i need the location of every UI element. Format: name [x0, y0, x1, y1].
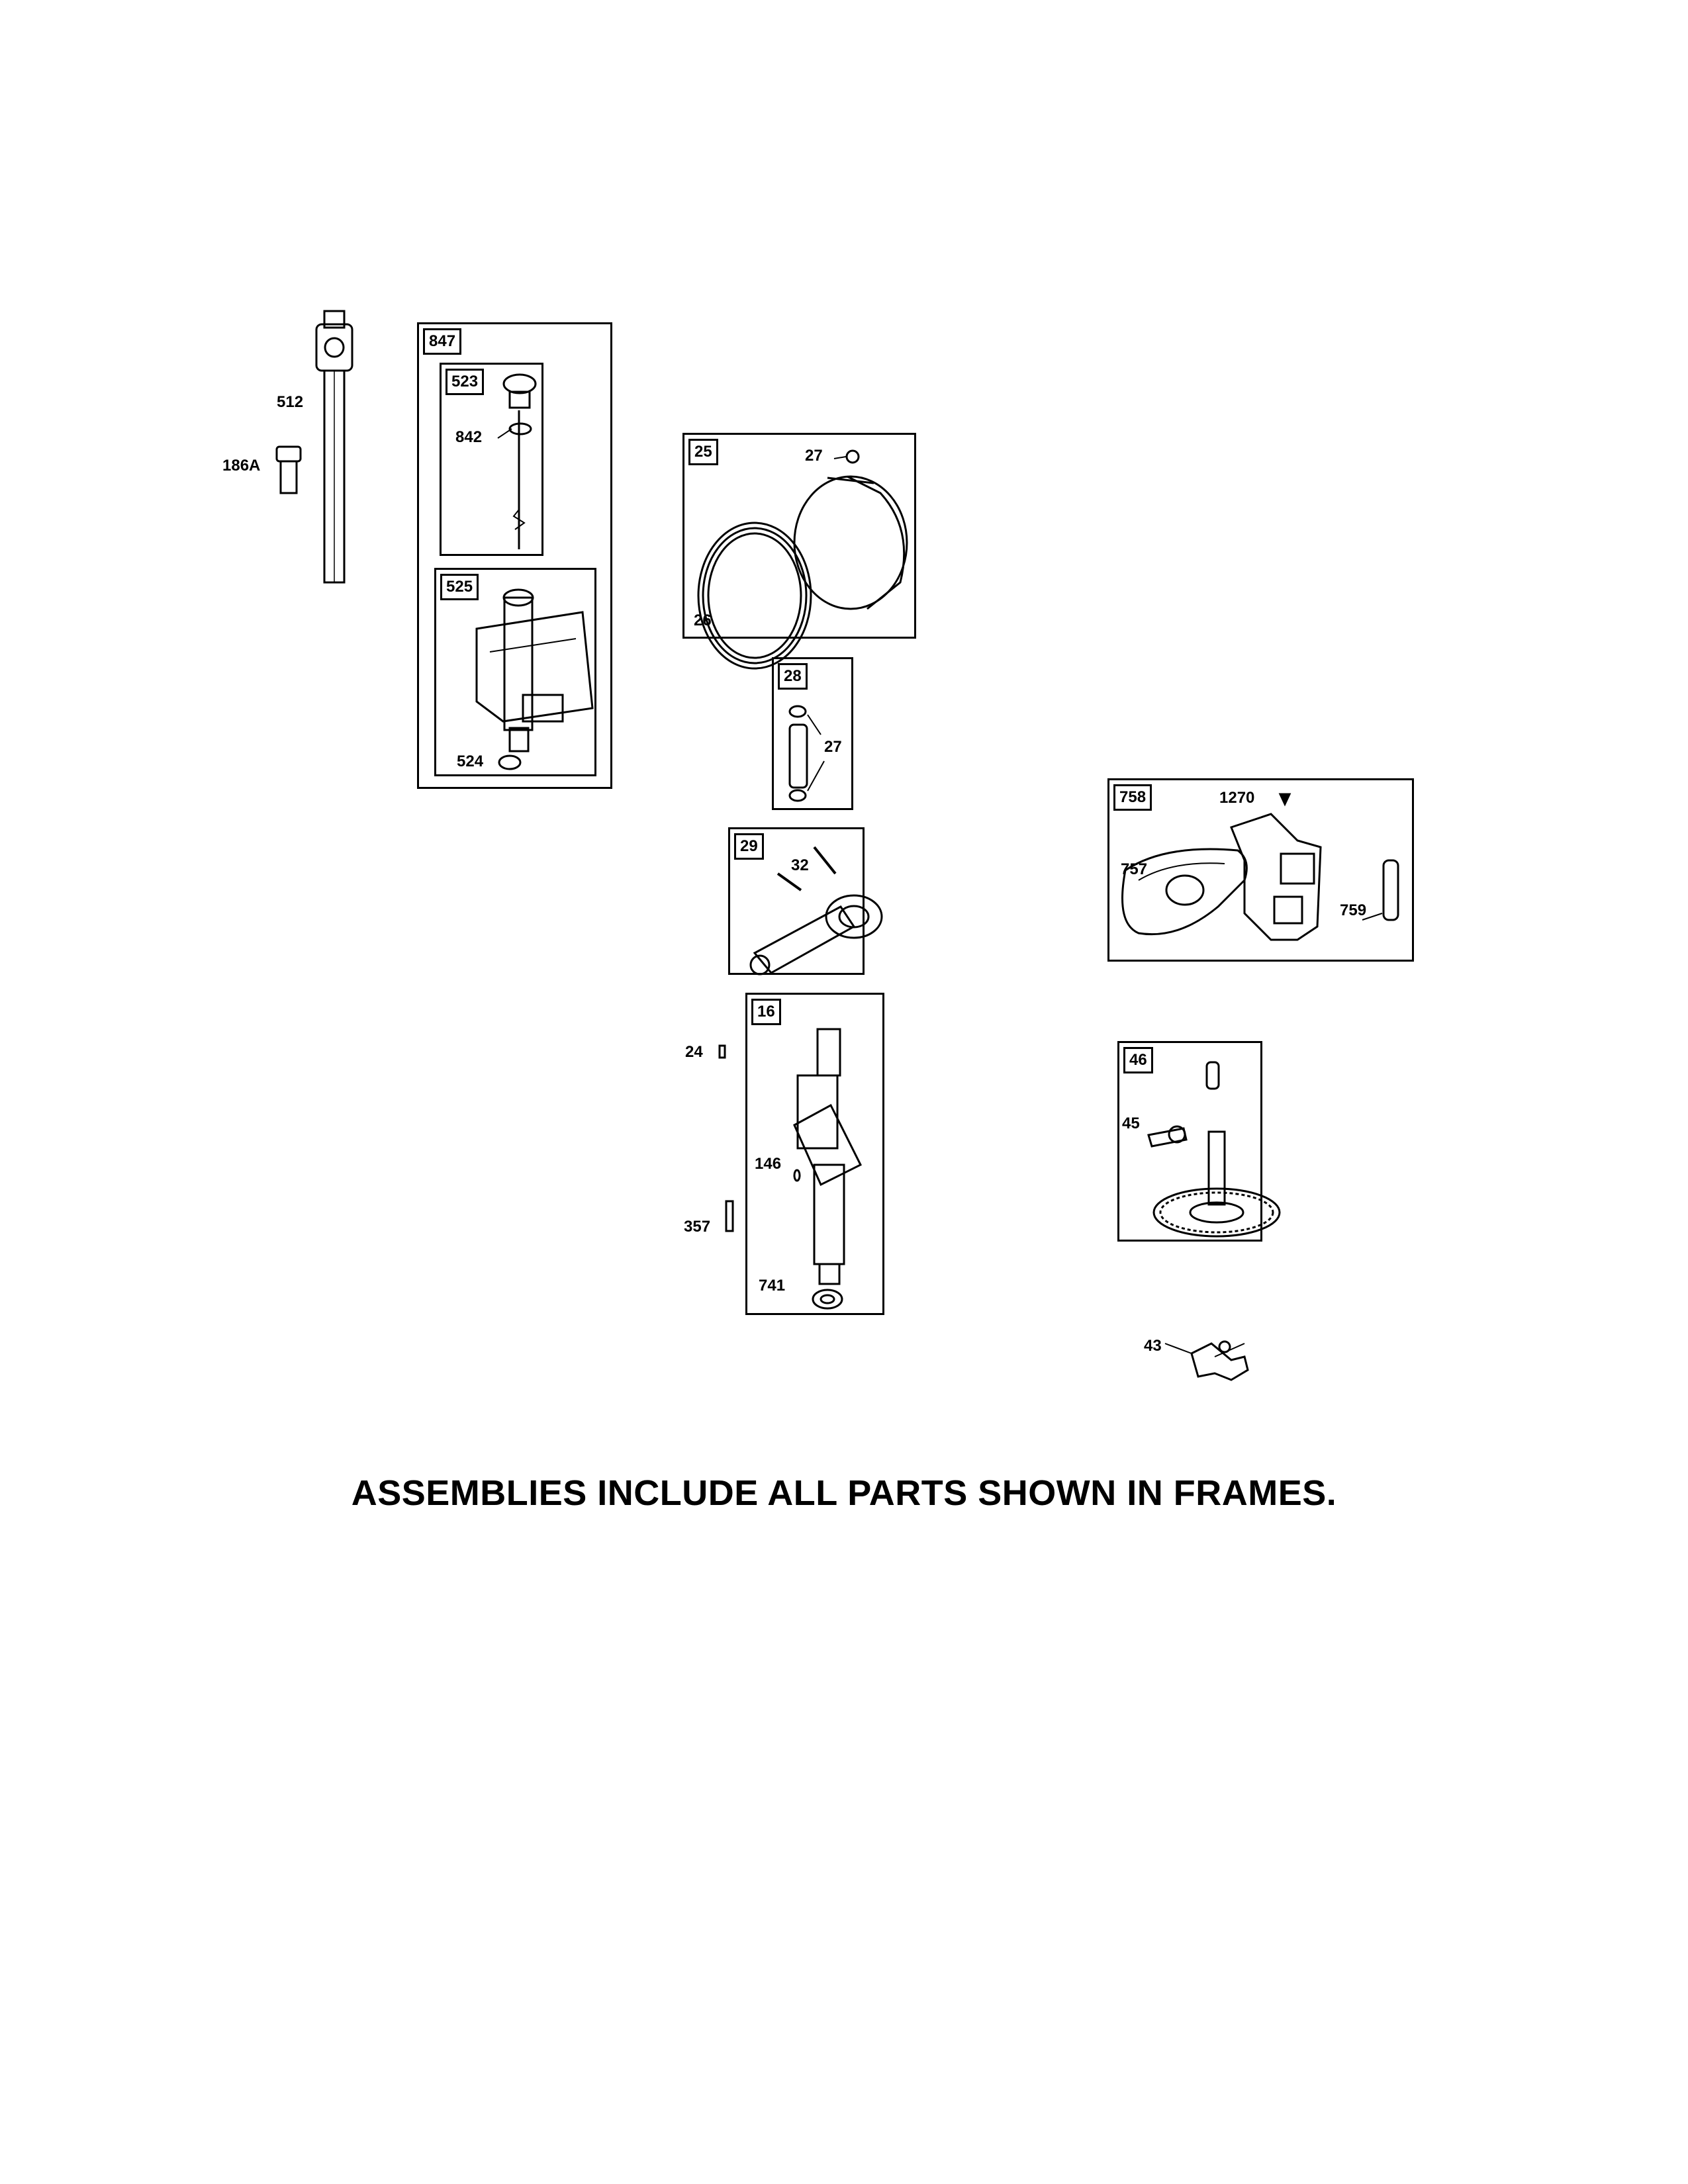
frame-tag: 29: [734, 833, 764, 860]
frame-tag: 758: [1113, 784, 1152, 811]
part-label-43: 43: [1144, 1337, 1162, 1355]
assembly-frame-16: 16: [745, 993, 884, 1315]
cam-gear-drawing: [1147, 1061, 1281, 1238]
assembly-frame-847: 847: [417, 322, 612, 789]
frame-tag: 28: [778, 663, 808, 690]
part-label-27: 27: [824, 738, 842, 756]
cover-assembly-drawing: [1121, 793, 1399, 941]
wrist-pin-drawing: [788, 705, 825, 802]
bushing-drawing: [275, 445, 302, 494]
part-label-524: 524: [457, 752, 484, 770]
part-label-186a: 186A: [222, 457, 261, 475]
assembly-frame-525: 525: [434, 568, 596, 776]
part-label-759: 759: [1340, 901, 1367, 919]
assembly-frame-46: 46: [1117, 1041, 1262, 1242]
assembly-frame-29: 29: [728, 827, 865, 975]
part-label-1270: 1270: [1219, 789, 1255, 807]
part-label-757: 757: [1121, 860, 1148, 878]
part-label-842: 842: [455, 428, 483, 446]
dipstick-drawing: [502, 373, 537, 549]
part-label-26: 26: [694, 612, 712, 629]
part-label-741: 741: [759, 1277, 786, 1295]
assembly-frame-25: 25: [682, 433, 916, 639]
pin-24-drawing: [718, 1044, 726, 1059]
key-146-drawing: [793, 1169, 801, 1182]
frame-tag: 523: [445, 369, 485, 395]
part-label-357: 357: [684, 1218, 711, 1236]
part-label-512: 512: [277, 393, 304, 411]
piston-drawing: [697, 449, 908, 670]
part-label-32: 32: [791, 856, 809, 874]
part-label-45: 45: [1122, 1115, 1140, 1132]
part-label-27: 27: [805, 447, 823, 465]
assemblies-note: ASSEMBLIES INCLUDE ALL PARTS SHOWN IN FR…: [351, 1473, 1337, 1513]
governor-drawing: [1190, 1340, 1249, 1381]
dipstick-tube-drawing: [315, 310, 353, 584]
frame-tag: 847: [423, 328, 462, 355]
part-label-146: 146: [755, 1155, 782, 1173]
frame-tag: 25: [688, 439, 718, 465]
part-label-24: 24: [685, 1043, 703, 1061]
frame-tag: 46: [1123, 1047, 1153, 1073]
crankshaft-drawing: [793, 1028, 863, 1310]
connecting-rod-drawing: [749, 846, 883, 976]
tube-assembly-drawing: [475, 588, 594, 770]
assembly-frame-28: 28: [772, 657, 853, 810]
frame-tag: 16: [751, 999, 781, 1025]
assembly-frame-523: 523: [440, 363, 543, 556]
pin-357-drawing: [725, 1200, 734, 1232]
assembly-frame-758: 758: [1107, 778, 1414, 962]
frame-tag: 525: [440, 574, 479, 600]
